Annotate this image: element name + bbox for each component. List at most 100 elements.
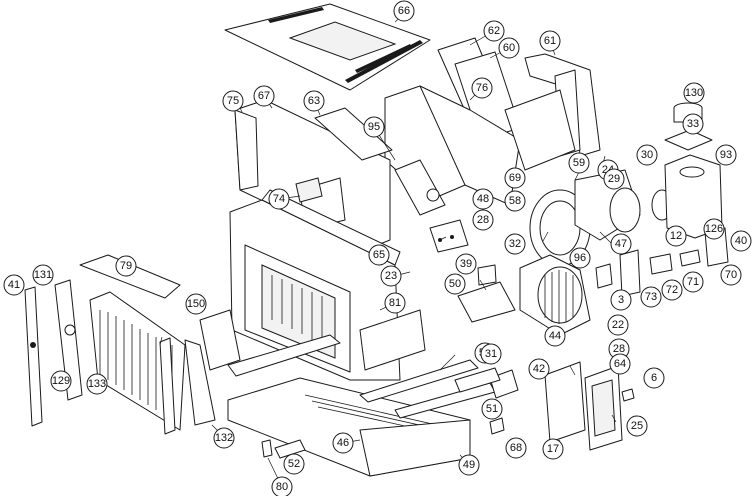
- callout-69: 69: [504, 167, 526, 189]
- callout-number: 96: [574, 252, 586, 264]
- callout-circle: [683, 82, 705, 104]
- convection-blower: [519, 254, 591, 336]
- callout-circle: [610, 233, 632, 255]
- callout-44: 44: [544, 325, 566, 347]
- callout-number: 31: [485, 348, 497, 360]
- callout-23: 23: [380, 265, 402, 287]
- callout-number: 68: [510, 442, 522, 454]
- callout-circle: [455, 253, 477, 275]
- callout-50: 50: [444, 273, 466, 295]
- callout-31: 31: [480, 343, 502, 365]
- callout-circle: [393, 0, 415, 22]
- callout-circle: [481, 398, 503, 420]
- callout-circle: [368, 244, 390, 266]
- callout-circle: [569, 247, 591, 269]
- callout-circle: [32, 264, 54, 286]
- callout-number: 71: [687, 276, 699, 288]
- callout-circle: [544, 325, 566, 347]
- callout-circle: [528, 358, 550, 380]
- callout-64: 64: [609, 353, 631, 375]
- callout-circle: [682, 271, 704, 293]
- callout-number: 79: [120, 260, 132, 272]
- callout-17: 17: [542, 438, 564, 460]
- callout-circle: [253, 85, 275, 107]
- callout-3: 3: [610, 289, 632, 311]
- callout-circle: [498, 37, 520, 59]
- callout-49: 49: [458, 454, 480, 476]
- callout-40: 40: [730, 230, 752, 252]
- callout-66: 66: [393, 0, 415, 22]
- callout-number: 95: [368, 121, 380, 133]
- callout-71: 71: [682, 271, 704, 293]
- callout-circle: [380, 265, 402, 287]
- callout-number: 150: [187, 298, 205, 310]
- callout-circle: [568, 152, 590, 174]
- callout-74: 74: [268, 188, 290, 210]
- callout-131: 131: [32, 264, 54, 286]
- callout-circle: [539, 30, 561, 52]
- callout-number: 51: [486, 403, 498, 415]
- callout-number: 25: [631, 420, 643, 432]
- callout-circle: [332, 432, 354, 454]
- burner-bracket: [394, 159, 469, 253]
- callout-number: 131: [34, 269, 52, 281]
- callout-circle: [472, 188, 494, 210]
- callout-circle: [268, 188, 290, 210]
- slide-rails: [227, 334, 496, 419]
- callout-circle: [715, 144, 737, 166]
- callout-number: 29: [608, 173, 620, 185]
- callout-circle: [458, 454, 480, 476]
- callout-number: 48: [477, 193, 489, 205]
- callout-circle: [643, 367, 665, 389]
- callout-circle: [607, 314, 629, 336]
- callout-number: 41: [8, 279, 20, 291]
- callout-number: 6: [651, 372, 657, 384]
- callout-25: 25: [626, 415, 648, 437]
- callout-number: 60: [503, 42, 515, 54]
- callout-number: 22: [612, 319, 624, 331]
- callout-30: 30: [636, 144, 658, 166]
- callout-95: 95: [363, 116, 385, 138]
- fasteners: [261, 439, 306, 459]
- callout-number: 75: [227, 95, 239, 107]
- callout-72: 72: [661, 279, 683, 301]
- callout-number: 74: [273, 193, 285, 205]
- callout-circle: [505, 437, 527, 459]
- callout-22: 22: [607, 314, 629, 336]
- callout-number: 64: [614, 358, 626, 370]
- callout-75: 75: [222, 90, 244, 112]
- callout-73: 73: [640, 286, 662, 308]
- callout-circle: [50, 370, 72, 392]
- callout-76: 76: [471, 77, 493, 99]
- callout-70: 70: [720, 264, 742, 286]
- callout-number: 130: [685, 87, 703, 99]
- callout-93: 93: [715, 144, 737, 166]
- callout-circle: [703, 218, 725, 240]
- callout-150: 150: [185, 293, 207, 315]
- callout-circle: [480, 343, 502, 365]
- callout-48: 48: [472, 188, 494, 210]
- callout-29: 29: [603, 168, 625, 190]
- callout-126: 126: [703, 218, 725, 240]
- callout-circle: [665, 225, 687, 247]
- callout-133: 133: [86, 373, 108, 395]
- small-hardware: [457, 227, 729, 323]
- callout-130: 130: [683, 82, 705, 104]
- callout-circle: [640, 286, 662, 308]
- callout-number: 76: [476, 82, 488, 94]
- callout-number: 33: [687, 118, 699, 130]
- callout-number: 63: [308, 95, 320, 107]
- callout-number: 32: [509, 238, 521, 250]
- callout-number: 3: [618, 294, 624, 306]
- callout-circle: [472, 209, 494, 231]
- callout-number: 12: [670, 230, 682, 242]
- callout-circle: [504, 190, 526, 212]
- callout-47: 47: [610, 233, 632, 255]
- callout-81: 81: [384, 292, 406, 314]
- callout-number: 46: [337, 437, 349, 449]
- callout-circle: [682, 113, 704, 135]
- callout-32: 32: [504, 233, 526, 255]
- callout-circle: [363, 116, 385, 138]
